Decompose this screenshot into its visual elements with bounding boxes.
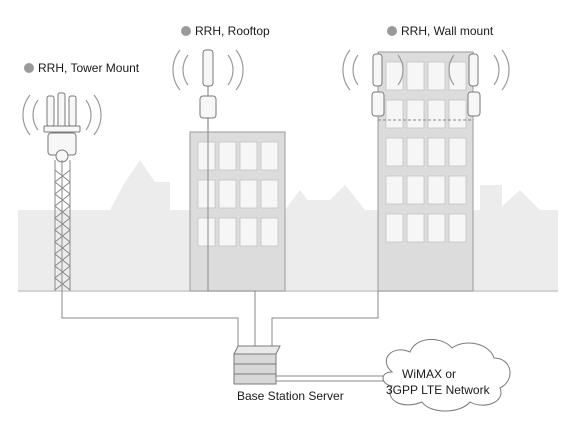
- rooftop-building: [189, 131, 286, 292]
- radio-waves-icon: [172, 49, 244, 91]
- city-skyline: [18, 160, 558, 292]
- fiber-connections: [61, 132, 392, 382]
- antenna-icon: [199, 49, 217, 132]
- antenna-icon: [371, 53, 481, 117]
- server-icon: [233, 345, 281, 385]
- label-network-line-1: WiMAX or: [402, 367, 456, 381]
- label-tower-mount: RRH, Tower Mount: [24, 61, 140, 75]
- label-wall-mount: RRH, Wall mount: [387, 24, 494, 38]
- cloud-icon: [382, 339, 511, 412]
- antenna-icon: [43, 92, 81, 163]
- label-base-station-server: Base Station Server: [237, 389, 344, 403]
- svg-text:RRH, Rooftop: RRH, Rooftop: [195, 24, 270, 38]
- svg-text:RRH, Tower Mount: RRH, Tower Mount: [38, 61, 140, 75]
- wall-mount-building: [377, 51, 474, 292]
- radio-waves-icon: [342, 49, 510, 91]
- radio-waves-icon: [22, 94, 102, 136]
- svg-text:RRH, Wall mount: RRH, Wall mount: [401, 24, 494, 38]
- label-rooftop: RRH, Rooftop: [181, 24, 270, 38]
- lattice-tower: [54, 160, 71, 291]
- label-network-line-2: 3GPP LTE Network: [386, 383, 491, 397]
